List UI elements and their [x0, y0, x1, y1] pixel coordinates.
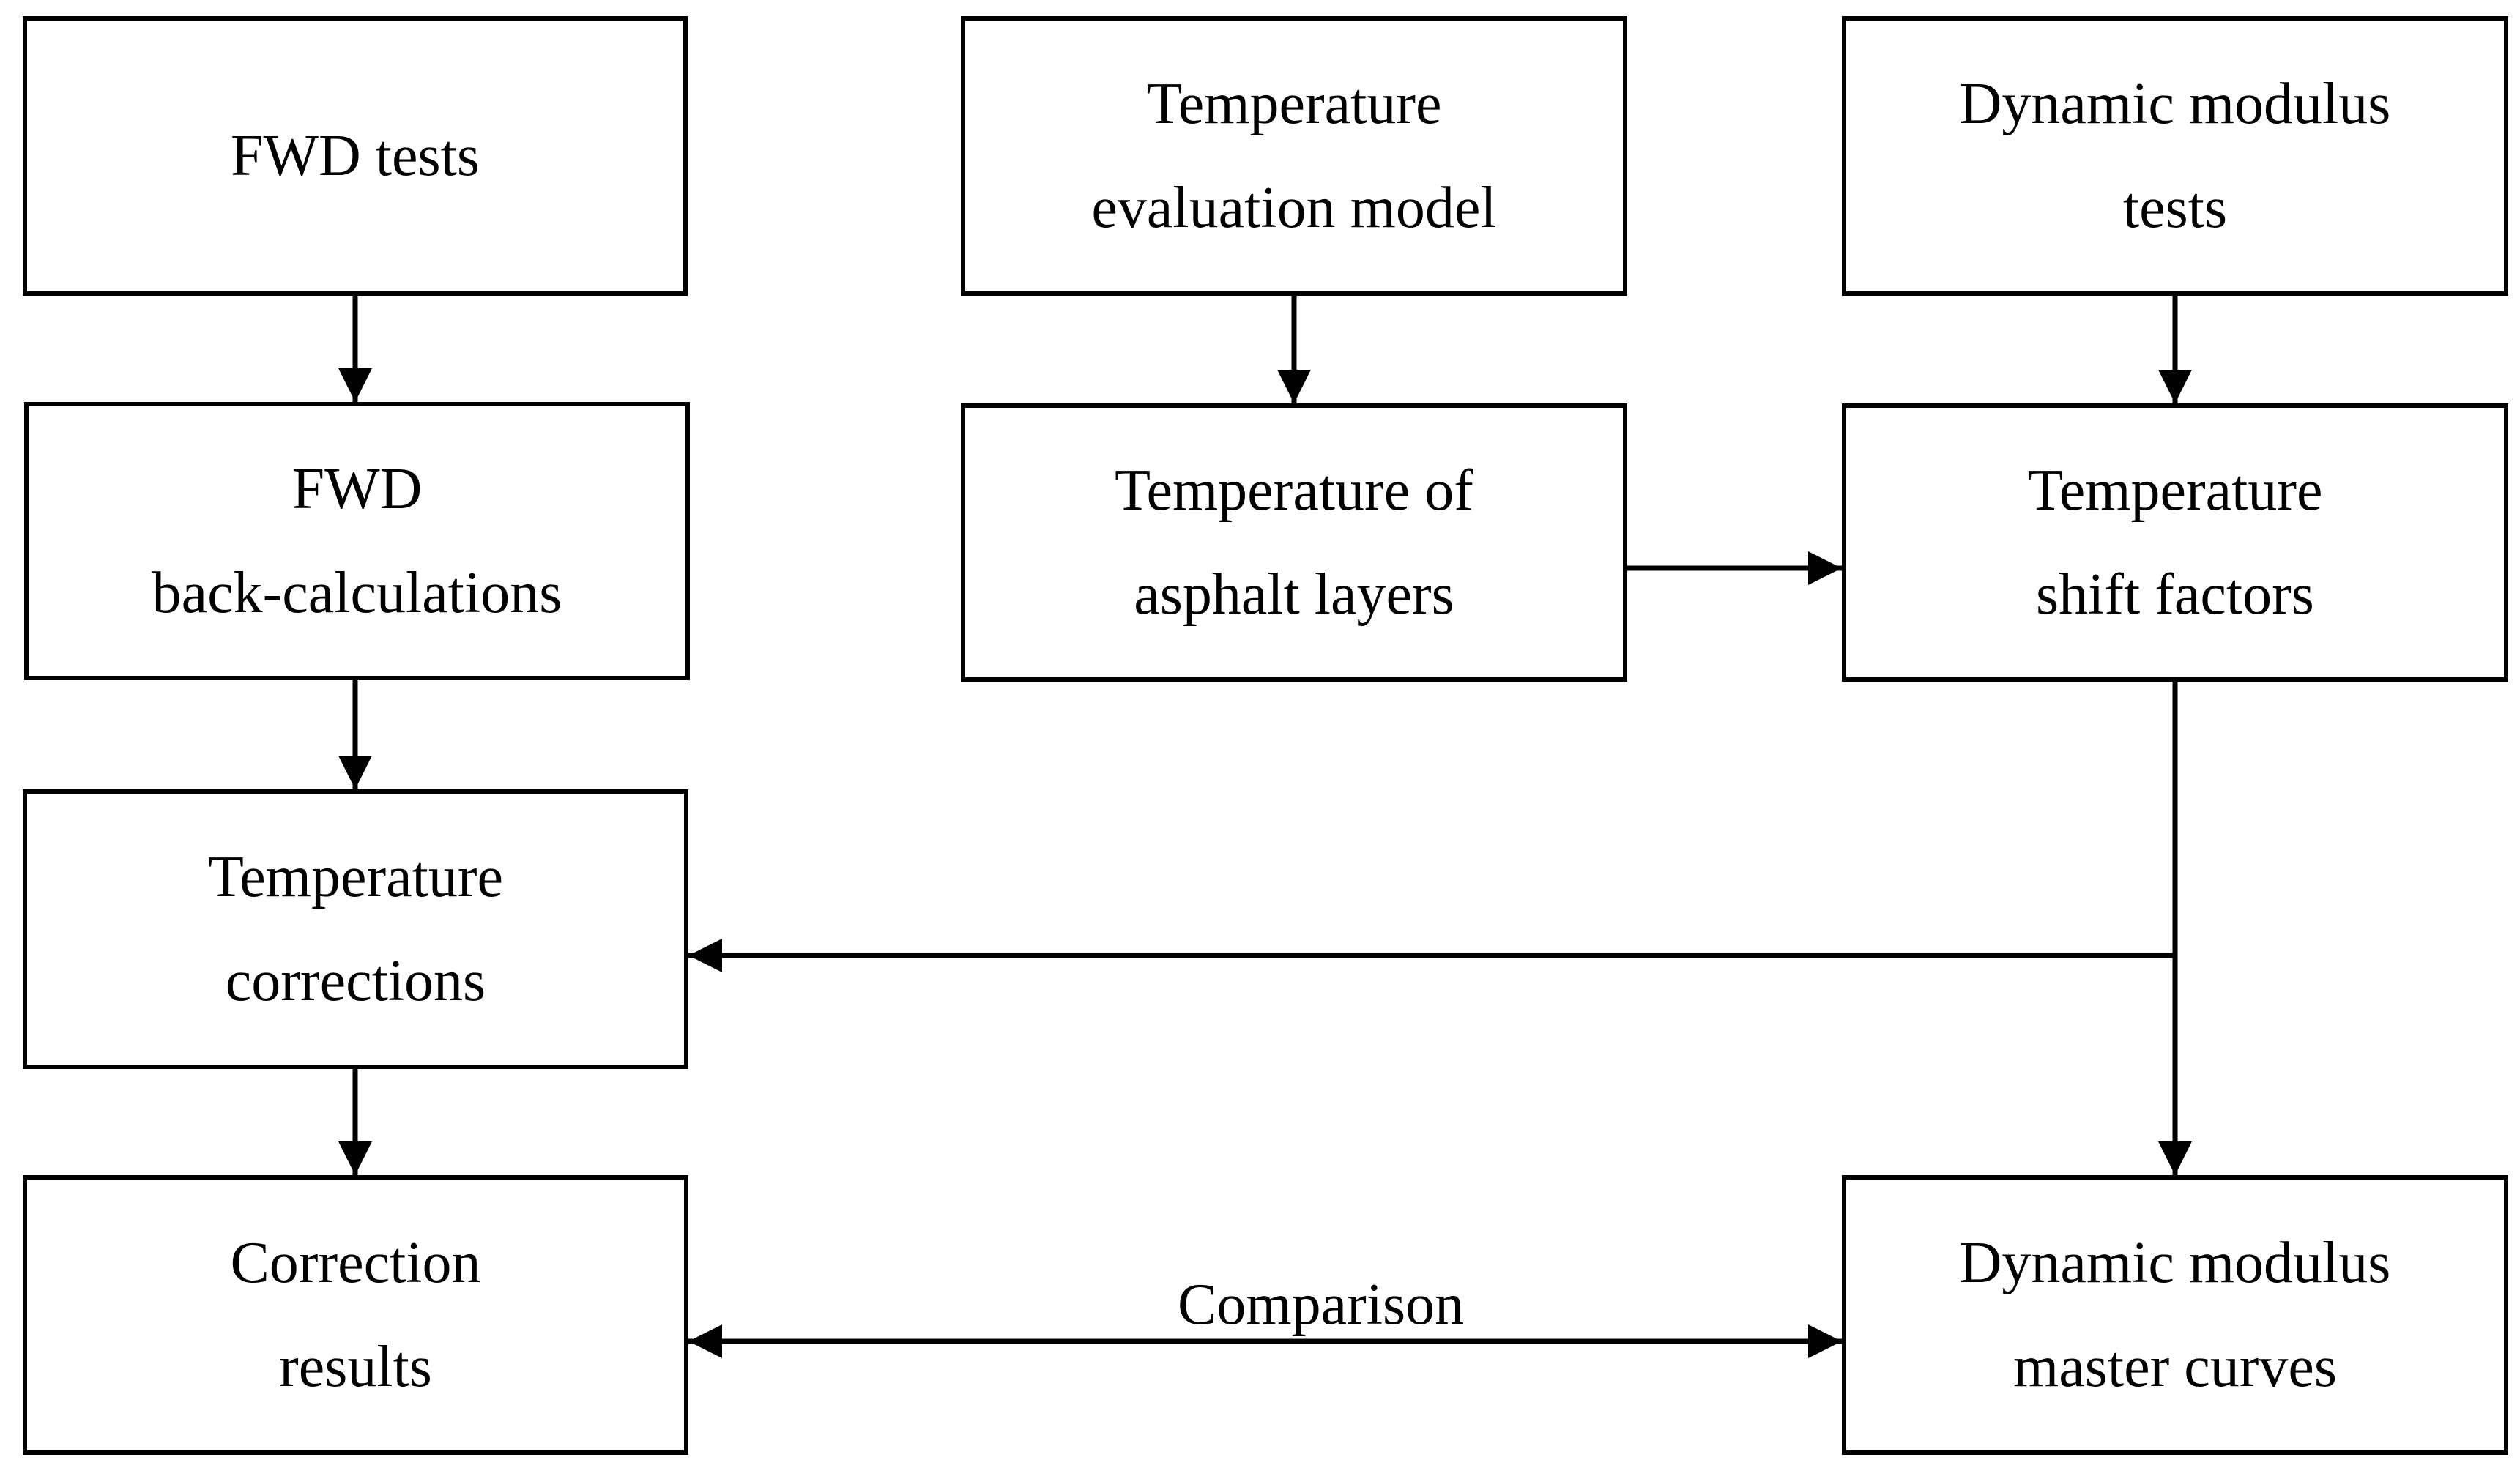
node-temperature-of-asphalt-layers: Temperature of asphalt layers [961, 403, 1627, 682]
node-label-line: Temperature [1146, 72, 1442, 136]
node-label-line: tests [2122, 176, 2228, 240]
node-label-line: corrections [225, 949, 486, 1013]
node-correction-results: Correction results [23, 1175, 688, 1455]
node-label-line: Correction [230, 1231, 481, 1295]
node-label-line: FWD tests [231, 124, 480, 188]
node-temperature-evaluation-model: Temperature evaluation model [961, 16, 1627, 296]
node-label-line: Dynamic modulus [1959, 72, 2391, 136]
node-label-line: evaluation model [1091, 176, 1497, 240]
node-label-line: Temperature of [1115, 458, 1473, 523]
node-dynamic-modulus-master-curves: Dynamic modulus master curves [1842, 1175, 2508, 1455]
node-temperature-shift-factors: Temperature shift factors [1842, 403, 2508, 682]
node-label-line: Temperature [2027, 458, 2323, 523]
node-dynamic-modulus-tests: Dynamic modulus tests [1842, 16, 2508, 296]
node-label-line: back-calculations [152, 561, 562, 625]
edge-label-comparison: Comparison [1175, 1275, 1468, 1334]
node-label-line: asphalt layers [1134, 562, 1454, 627]
node-label-line: master curves [2012, 1335, 2338, 1399]
node-label-line: FWD [291, 457, 423, 521]
node-fwd-tests: FWD tests [23, 16, 688, 296]
node-label-line: results [279, 1335, 432, 1399]
node-label-line: Temperature [207, 845, 504, 909]
node-label-line: shift factors [2036, 562, 2314, 627]
node-label-line: Dynamic modulus [1959, 1231, 2391, 1295]
node-fwd-back-calculations: FWD back-calculations [24, 402, 690, 680]
node-temperature-corrections: Temperature corrections [23, 789, 688, 1069]
